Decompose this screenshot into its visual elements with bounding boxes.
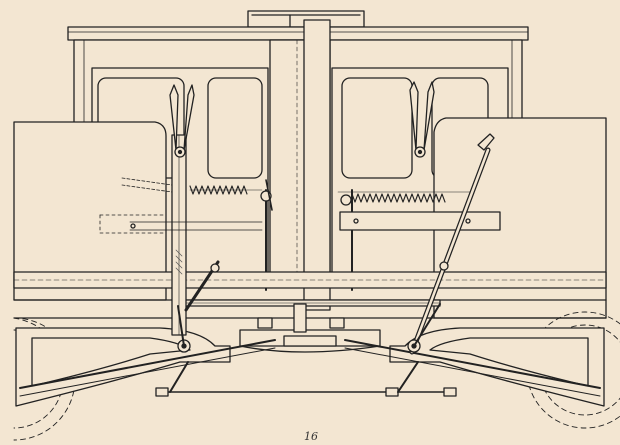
left-throttle-lever xyxy=(183,84,195,151)
running-board xyxy=(13,271,607,319)
left-control-stand xyxy=(121,84,273,353)
rod-coupling xyxy=(293,303,307,333)
right-spring xyxy=(351,193,446,203)
right-cross-arm xyxy=(339,211,501,231)
left-hood xyxy=(13,121,167,301)
cab-roof xyxy=(67,26,529,41)
left-reverse-lever xyxy=(169,84,179,151)
equalizer-beams xyxy=(19,339,601,397)
reach-rod xyxy=(177,299,441,333)
right-window xyxy=(341,77,413,179)
page-number: 16 xyxy=(304,430,318,443)
shading-accents xyxy=(175,249,183,275)
left-window-inner xyxy=(207,77,263,179)
left-wheel xyxy=(13,317,76,441)
right-throttle-lever xyxy=(423,81,435,151)
truck-frames xyxy=(15,327,605,407)
right-reverse-lever xyxy=(409,81,419,151)
right-control-stand xyxy=(337,81,501,355)
